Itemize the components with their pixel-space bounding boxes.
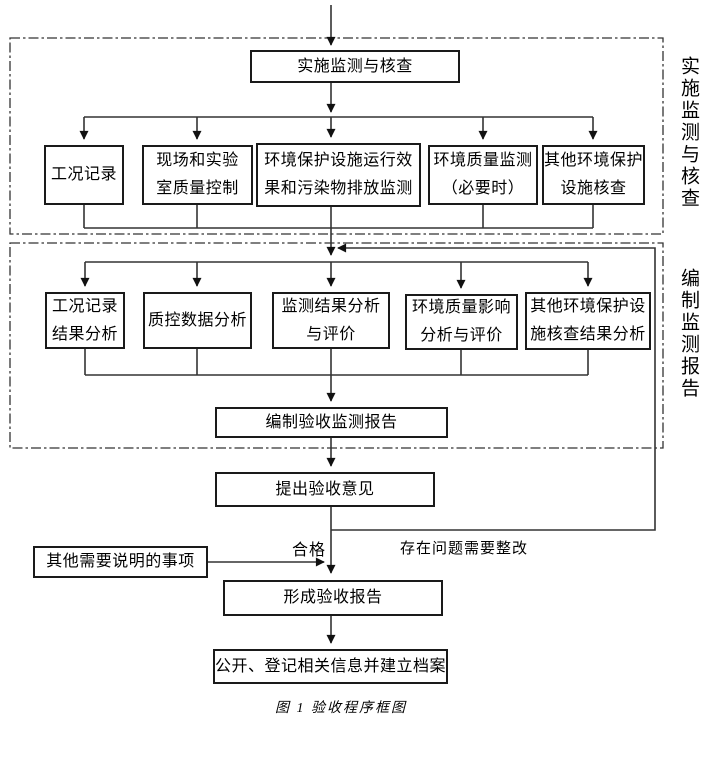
stage1-dashed-region bbox=[9, 37, 664, 235]
edge-label-rework: 存在问题需要整改 bbox=[400, 540, 529, 557]
node-other-facility-verification: 其他环境保护 设施核查 bbox=[542, 145, 645, 205]
node-condition-record-analysis: 工况记录 结果分析 bbox=[45, 292, 125, 349]
node-propose-acceptance-opinion: 提出验收意见 bbox=[215, 472, 435, 507]
node-form-acceptance-report: 形成验收报告 bbox=[223, 580, 443, 616]
node-qc-data-analysis: 质控数据分析 bbox=[143, 292, 252, 349]
edge-label-pass: 合格 bbox=[292, 542, 327, 559]
node-implement-monitoring: 实施监测与核查 bbox=[250, 50, 460, 83]
node-publish-register-archive: 公开、登记相关信息并建立档案 bbox=[213, 649, 448, 684]
node-site-lab-quality-control: 现场和实验 室质量控制 bbox=[142, 145, 253, 205]
node-operating-condition-record: 工况记录 bbox=[44, 145, 124, 205]
node-compile-acceptance-monitoring-report: 编制验收监测报告 bbox=[215, 407, 448, 438]
figure-caption: 图 1 验收程序框图 bbox=[275, 701, 407, 716]
stage2-dashed-region bbox=[9, 242, 664, 449]
node-other-facility-result-analysis: 其他环境保护设 施核查结果分析 bbox=[525, 292, 651, 350]
stage1-side-label: 实施监测与核查 bbox=[678, 56, 699, 210]
node-facility-effect-emission-monitoring: 环境保护设施运行效 果和污染物排放监测 bbox=[256, 143, 421, 207]
node-env-impact-analysis: 环境质量影响 分析与评价 bbox=[405, 294, 518, 350]
node-monitoring-result-analysis: 监测结果分析 与评价 bbox=[272, 292, 390, 349]
node-other-matters-to-explain: 其他需要说明的事项 bbox=[33, 546, 208, 578]
stage2-side-label: 编制监测报告 bbox=[678, 268, 699, 400]
node-env-quality-monitoring: 环境质量监测 （必要时） bbox=[428, 145, 538, 205]
